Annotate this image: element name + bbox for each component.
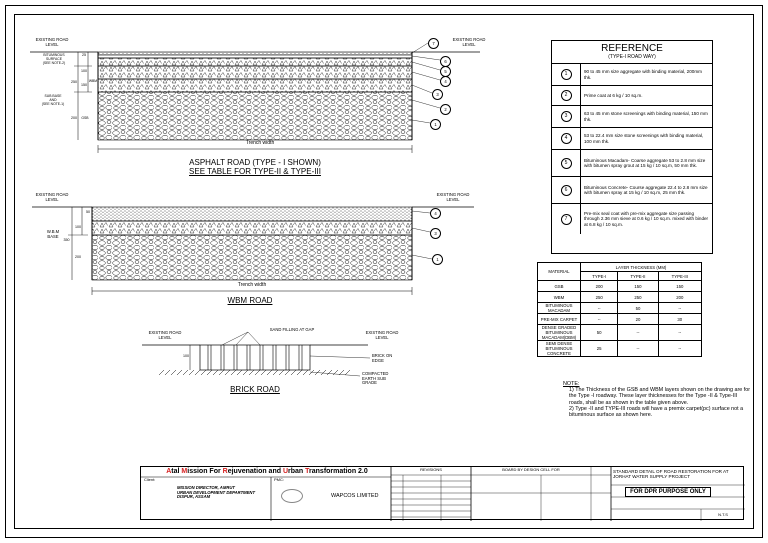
wbm-dim-350: 350 [63, 238, 70, 242]
callout-7: 7 [428, 38, 439, 49]
dim-100: 100 [81, 69, 87, 73]
wbm-callout-3: 3 [430, 228, 441, 239]
table-header-type: TYPE-II [617, 271, 659, 281]
dim-200: 200 [71, 116, 77, 120]
asphalt-caption: ASPHALT ROAD (TYPE - I SHOWN) [189, 158, 321, 167]
bituminous-surface-label: BITUMINOUS SURFACE (SEE NOTE-2) [42, 53, 66, 65]
drawing-title: STANDARD DETAIL OF ROAD RESTORATION FOR … [613, 469, 729, 479]
table-header-material: MATERIAL [537, 262, 581, 281]
drawing-frame [14, 14, 754, 529]
purpose-stamp: FOR DPR PURPOSE ONLY [625, 487, 711, 497]
wbm-trench-width: Trench width [237, 282, 267, 288]
wbm-callout-1: 1 [432, 254, 443, 265]
title-block: Atal Mission For Rejuvenation and Urban … [140, 466, 745, 521]
callout-2: 2 [440, 104, 451, 115]
note-item: 2) Type -II and TYPE-III roads will have… [569, 405, 744, 419]
callout-4: 4 [440, 76, 451, 87]
pmc-logo [281, 489, 303, 503]
pmc-label: PMC: [274, 477, 284, 482]
client-label: Client: [144, 477, 156, 482]
wbm-existing-level-right: EXISTING ROAD LEVEL [436, 192, 470, 202]
brick-dim-100: 100 [183, 354, 189, 358]
wbm-road-section [32, 206, 474, 295]
notes: NOTE: 1) The Thickness of the GSB and WB… [563, 381, 753, 418]
wbm-dim-200: 200 [75, 255, 81, 259]
wbm-base-label: W.B.M BASE [46, 229, 60, 239]
notes-heading: NOTE: [563, 381, 580, 387]
layer-thickness-table: MATERIAL LAYER THICKNESS (MM) TYPE-I TYP… [537, 262, 703, 357]
drawing-sheet-border [5, 5, 763, 538]
wbm-existing-level-left: EXISTING ROAD LEVEL [35, 192, 69, 202]
scale-label: N.T.S [718, 512, 728, 517]
brick-existing-level-right: EXISTING ROAD LEVEL [365, 330, 399, 340]
dim-150: 150 [81, 83, 87, 87]
subbase-label: SUB BASE AND (SEE NOTE-1) [41, 94, 65, 106]
board-label: BOARD BY DESIGN CELL FOR [502, 467, 560, 472]
reference-subtitle: (TYPE-I ROAD WAY) [608, 54, 656, 60]
dim-tag-wbm: WBM [88, 79, 98, 83]
table-row: DENSE GRADED BITUMINOUS MACADAM(DBM)50--… [537, 324, 703, 341]
wapcos-name: WAPCOS LIMITED [331, 493, 379, 499]
reference-title: REFERENCE [601, 43, 663, 54]
wbm-caption: WBM ROAD [227, 296, 273, 305]
callout-1: 1 [430, 119, 441, 130]
brick-on-edge-label: BRICK ON EDGE [372, 353, 393, 363]
brick-road-section [142, 331, 371, 377]
table-row: BITUMINOUS MACADAM--50-- [537, 302, 703, 314]
callout-3: 3 [432, 89, 443, 100]
brick-existing-level-left: EXISTING ROAD LEVEL [148, 330, 182, 340]
asphalt-existing-level-left: EXISTING ROAD LEVEL [35, 37, 69, 47]
asphalt-trench-width: Trench width [245, 140, 275, 146]
table-header-type: TYPE-III [657, 271, 703, 281]
asphalt-road-section [30, 42, 480, 153]
dim-25: 25 [82, 53, 86, 57]
wbm-dim-50: 50 [86, 210, 90, 214]
mission-title: Atal Mission For Rejuvenation and Urban … [166, 468, 368, 475]
dim-250: 250 [71, 80, 77, 84]
asphalt-caption-2: SEE TABLE FOR TYPE-II & TYPE-III [189, 167, 321, 176]
brick-caption: BRICK ROAD [230, 385, 280, 394]
wbm-dim-100: 100 [75, 225, 81, 229]
compacted-earth-label: COMPACTED EARTH SUB GRADE [362, 371, 389, 386]
revisions-label: REVISIONS [420, 467, 442, 472]
note-item: 1) The Thickness of the GSB and WBM laye… [569, 387, 751, 406]
sand-filling-label: SAND FILLING AT GAP [269, 327, 315, 332]
dim-tag-gsb: GSB [81, 116, 89, 120]
wbm-callout-4: 4 [430, 208, 441, 219]
client-text: MISSION DIRECTOR, AMRUT URBAN DEVELOPMEN… [177, 485, 256, 500]
asphalt-existing-level-right: EXISTING ROAD LEVEL [452, 37, 486, 47]
table-header-type: TYPE-I [579, 271, 619, 281]
title-block-grid [141, 467, 745, 521]
table-header-group: LAYER THICKNESS (MM) [580, 262, 702, 272]
